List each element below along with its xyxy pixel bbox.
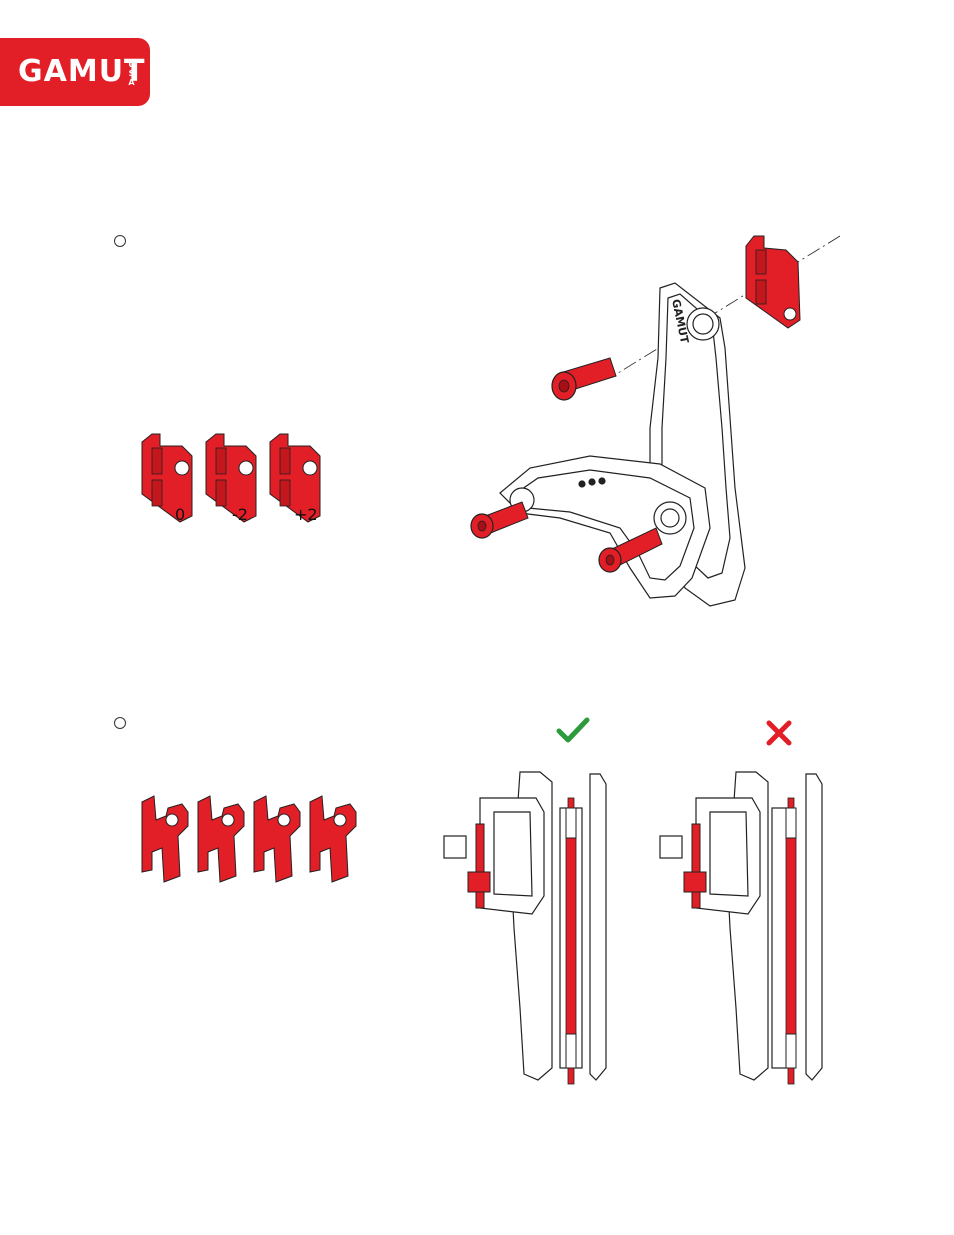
chainguide-upper-slider xyxy=(500,456,710,598)
spacer-plus-2-label: +2 xyxy=(294,505,318,524)
spacer-plus-2: +2 xyxy=(270,434,320,524)
washer-1 xyxy=(142,796,188,882)
step-2-marker xyxy=(114,717,126,729)
spacer-washers xyxy=(132,790,372,890)
washer-3 xyxy=(254,796,300,882)
spacer-minus-2: -2 xyxy=(206,434,256,524)
spacer-minus-2-label: -2 xyxy=(232,505,248,524)
side-view-correct xyxy=(440,768,620,1098)
spacer-0-label: 0 xyxy=(175,505,185,524)
spacer-0: 0 xyxy=(142,434,192,524)
check-icon xyxy=(556,716,590,744)
logo-sub-text: USA xyxy=(124,60,138,86)
side-view-incorrect xyxy=(656,768,836,1098)
upper-bolt xyxy=(552,358,616,400)
cross-icon xyxy=(765,719,793,747)
washer-2 xyxy=(198,796,244,882)
spacer-options: 0 -2 +2 xyxy=(130,430,330,530)
washer-4 xyxy=(310,796,356,882)
lower-bolt-left xyxy=(471,502,528,538)
red-spacer-part xyxy=(746,236,800,328)
brand-logo: GAMUT USA xyxy=(0,38,150,106)
step-1-marker xyxy=(114,235,126,247)
chainguide-exploded-assembly: GAMUT xyxy=(460,228,860,618)
